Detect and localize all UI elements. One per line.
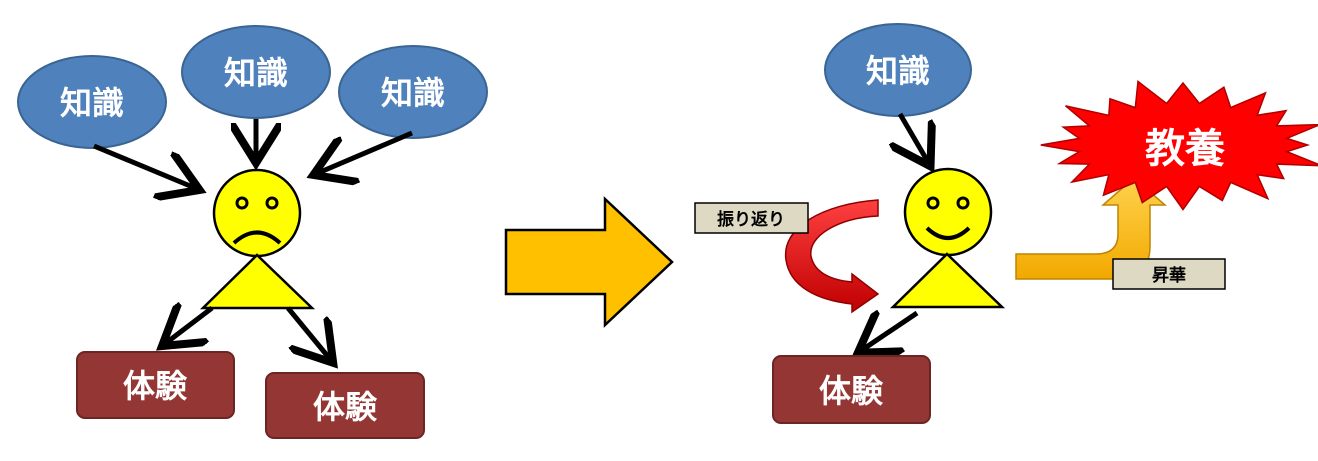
culture-label: 教養 [1145, 126, 1225, 172]
arrow-knowledge-3-to-person [318, 130, 413, 173]
arrow-person-to-experience-1 [166, 308, 214, 343]
knowledge-bubble-2: 知識 [181, 25, 331, 119]
reflection-label-box: 振り返り [694, 202, 809, 234]
left-panel: 知識 知識 知識 体験 体験 [17, 25, 488, 439]
knowledge-label-2: 知識 [224, 54, 288, 92]
knowledge-bubble-1: 知識 [17, 55, 167, 149]
happy-person [889, 167, 1006, 309]
arrow-knowledge-to-person-right [900, 112, 928, 162]
experience-label-1: 体験 [123, 367, 188, 405]
experience-label-2: 体験 [313, 388, 378, 426]
transition-arrow [504, 196, 674, 328]
experience-box-right: 体験 [772, 355, 931, 424]
experience-label-right: 体験 [819, 372, 884, 410]
knowledge-bubble-3: 知識 [338, 45, 488, 139]
sad-body [199, 253, 316, 310]
sad-person [199, 168, 316, 310]
happy-face [903, 167, 993, 257]
culture-burst: 教養 [1040, 79, 1318, 211]
experience-box-2: 体験 [265, 372, 425, 439]
reflection-label: 振り返り [717, 209, 785, 230]
knowledge-label-right: 知識 [866, 52, 930, 90]
knowledge-label-1: 知識 [60, 84, 124, 122]
knowledge-label-3: 知識 [381, 74, 445, 112]
experience-box-1: 体験 [76, 351, 235, 419]
arrow-knowledge-1-to-person [93, 143, 195, 188]
sad-face [212, 168, 302, 258]
happy-body [889, 252, 1006, 309]
arrow-person-to-experience-2 [286, 306, 330, 359]
right-panel: 知識 振り返り 体験 昇華 [694, 23, 1318, 424]
arrow-person-to-experience-right [862, 313, 919, 350]
sublimation-label-box: 昇華 [1112, 258, 1226, 290]
sublimation-label: 昇華 [1152, 266, 1186, 286]
knowledge-bubble-right: 知識 [824, 23, 972, 117]
